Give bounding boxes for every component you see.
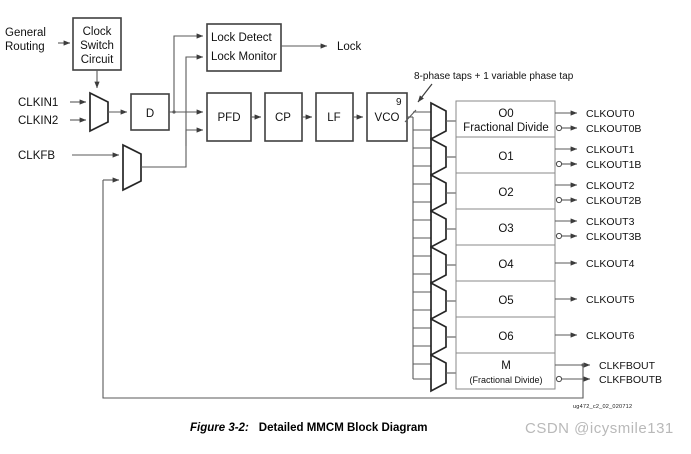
inversion-bubble-clkout3b: [555, 232, 563, 240]
vco-block: [366, 92, 408, 142]
output-label-clkout1: CLKOUT1: [586, 144, 635, 156]
lock-block: [206, 23, 282, 72]
output-label-clkout2b: CLKOUT2B: [586, 195, 641, 207]
inversion-bubble-clkout0b: [555, 124, 563, 132]
csdn-watermark: CSDN @icysmile131: [525, 420, 674, 437]
output-label-clkfboutb: CLKFBOUTB: [599, 374, 662, 386]
lock-detect-label: Lock Detect: [211, 32, 273, 44]
divider-sublabel-m: (Fractional Divide): [469, 375, 542, 385]
vco-label: VCO: [375, 112, 400, 124]
output-label-clkout4: CLKOUT4: [586, 258, 635, 270]
cp-label: CP: [275, 112, 291, 124]
output-label-clkout1b: CLKOUT1B: [586, 159, 641, 171]
figure-caption-row: ug472_c2_02_020712 Figure 3-2: Detailed M…: [0, 404, 691, 454]
figure-part-id: ug472_c2_02_020712: [573, 404, 633, 410]
divider-label-o2: O2: [498, 187, 513, 199]
inversion-bubble-clkout1b: [555, 160, 563, 168]
output-mux-0: [430, 101, 447, 141]
phase-taps-annotation: 8-phase taps + 1 variable phase tap: [414, 71, 574, 82]
wire-delay-to-lock-detect: [173, 33, 204, 112]
wire-global-feedback: [102, 180, 584, 399]
output-label-clkout2: CLKOUT2: [586, 180, 635, 192]
wire-fbmux-to-lock-monitor: [185, 54, 204, 146]
output-mux-3: [430, 209, 447, 249]
divider-label-o4: O4: [498, 259, 514, 271]
junction-delay-out: [172, 110, 176, 114]
clkin2-label: CLKIN2: [18, 115, 58, 127]
output-mux-4: [430, 245, 447, 285]
clkfb-mux: [122, 143, 142, 192]
divider-label-o0: O0: [498, 108, 513, 120]
junction-clkfbout-tap: [581, 363, 585, 367]
output-label-clkfbout: CLKFBOUT: [599, 360, 656, 372]
divider-sublabel-o0: Fractional Divide: [463, 122, 549, 134]
output-label-clkout6: CLKOUT6: [586, 330, 635, 342]
output-label-clkout3b: CLKOUT3B: [586, 231, 641, 243]
output-mux-1: [430, 137, 447, 177]
lock-monitor-label: Lock Monitor: [211, 51, 277, 63]
lf-block: [315, 92, 354, 142]
inversion-bubble-clkout2b: [555, 196, 563, 204]
clock-switch-label-line1: Clock: [83, 26, 112, 38]
lock-output-label: Lock: [337, 41, 362, 53]
divider-label-o6: O6: [498, 331, 513, 343]
divider-label-m: M: [501, 360, 511, 372]
pfd-block: [206, 92, 252, 142]
divider-label-o5: O5: [498, 295, 513, 307]
clkin1-label: CLKIN1: [18, 97, 58, 109]
wire-fbmux-to-pfd: [141, 127, 204, 168]
clkin-mux: [89, 91, 109, 133]
figure-number: Figure 3-2:: [190, 422, 249, 434]
delay-label: D: [146, 108, 154, 120]
figure-caption: Figure 3-2: Detailed MMCM Block Diagram: [190, 422, 428, 434]
output-mux-6: [430, 317, 447, 357]
general-routing-label-line2: Routing: [5, 41, 45, 53]
clkfb-label: CLKFB: [18, 150, 55, 162]
pfd-label: PFD: [218, 112, 241, 124]
lf-label: LF: [327, 112, 340, 124]
figure-title: Detailed MMCM Block Diagram: [258, 422, 428, 434]
general-routing-label-line1: General: [5, 27, 46, 39]
diagram-canvas: General Routing Clock Switch Circuit CLK…: [5, 17, 662, 399]
output-mux-m: [430, 353, 447, 393]
bus-width-label: 9: [396, 97, 402, 108]
phase-taps-pointer: [417, 83, 433, 103]
output-mux-5: [430, 281, 447, 321]
output-label-clkout0: CLKOUT0: [586, 108, 635, 120]
output-mux-2: [430, 173, 447, 213]
output-label-clkout5: CLKOUT5: [586, 294, 635, 306]
output-label-clkout0b: CLKOUT0B: [586, 123, 641, 135]
cp-block: [264, 92, 303, 142]
clock-switch-label-line2: Switch: [80, 40, 114, 52]
divider-label-o3: O3: [498, 223, 513, 235]
clock-switch-label-line3: Circuit: [81, 54, 114, 66]
inversion-bubble-clkfboutb: [555, 375, 563, 383]
divider-label-o1: O1: [498, 151, 513, 163]
output-label-clkout3: CLKOUT3: [586, 216, 635, 228]
